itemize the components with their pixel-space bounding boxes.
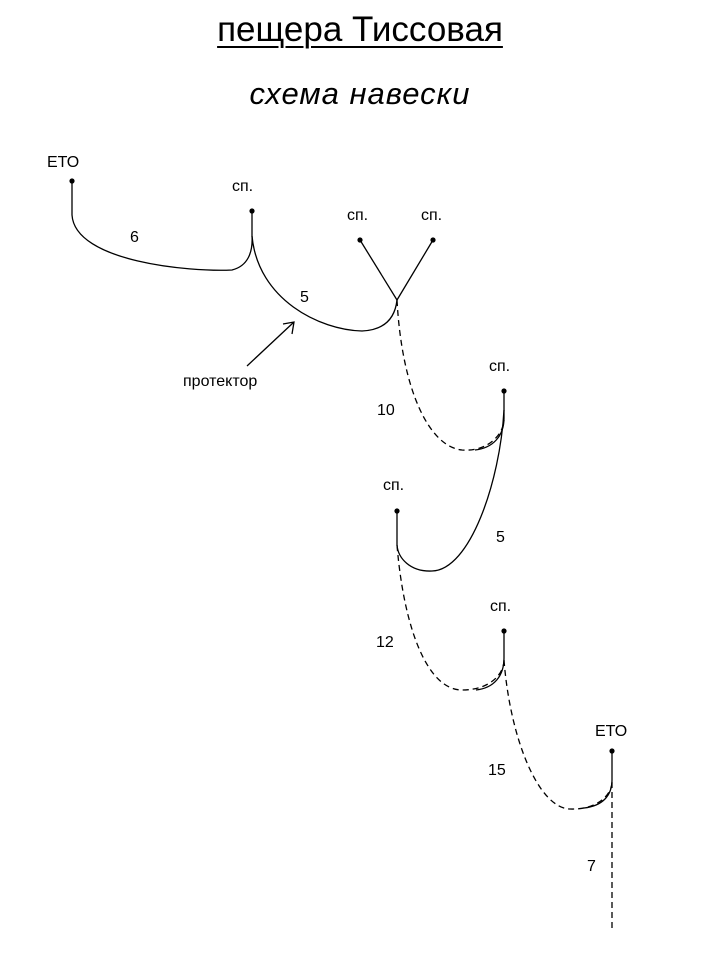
label-sp-right: сп.	[421, 207, 442, 224]
rope-segment-6	[503, 659, 613, 810]
length-seg2: 5	[300, 289, 309, 306]
label-sp2: сп.	[489, 358, 510, 375]
rope-segment-5-end	[475, 631, 505, 691]
label-sp3: сп.	[383, 477, 404, 494]
length-seg5: 12	[376, 634, 394, 651]
length-seg3: 10	[377, 402, 395, 419]
rope-segment-2	[251, 235, 398, 332]
length-seg7: 7	[587, 858, 596, 875]
length-seg4: 5	[496, 529, 505, 546]
protector-arrow	[246, 321, 295, 367]
rope-segment-6-end	[583, 751, 613, 809]
page-subtitle: схема навески	[249, 76, 471, 111]
label-eto-bottom: ЕТО	[595, 723, 627, 740]
label-sp-left: сп.	[347, 207, 368, 224]
length-seg6: 15	[488, 762, 506, 779]
label-sp1: сп.	[232, 178, 253, 195]
protector-label: протектор	[183, 373, 257, 390]
label-eto-top: ЕТО	[47, 154, 79, 171]
length-seg1: 6	[130, 229, 139, 246]
rope-segment-1	[71, 181, 253, 271]
protector-arrowhead	[282, 321, 295, 335]
page-title: пещера Тиссовая	[217, 10, 503, 49]
label-sp4: сп.	[490, 598, 511, 615]
y-hang-right	[396, 239, 434, 301]
rope-segment-5	[396, 544, 505, 691]
rope-segment-3	[396, 299, 505, 451]
rope-segment-4	[396, 409, 505, 572]
rope-segment-3-end	[474, 391, 505, 451]
y-hang-left	[359, 239, 398, 301]
